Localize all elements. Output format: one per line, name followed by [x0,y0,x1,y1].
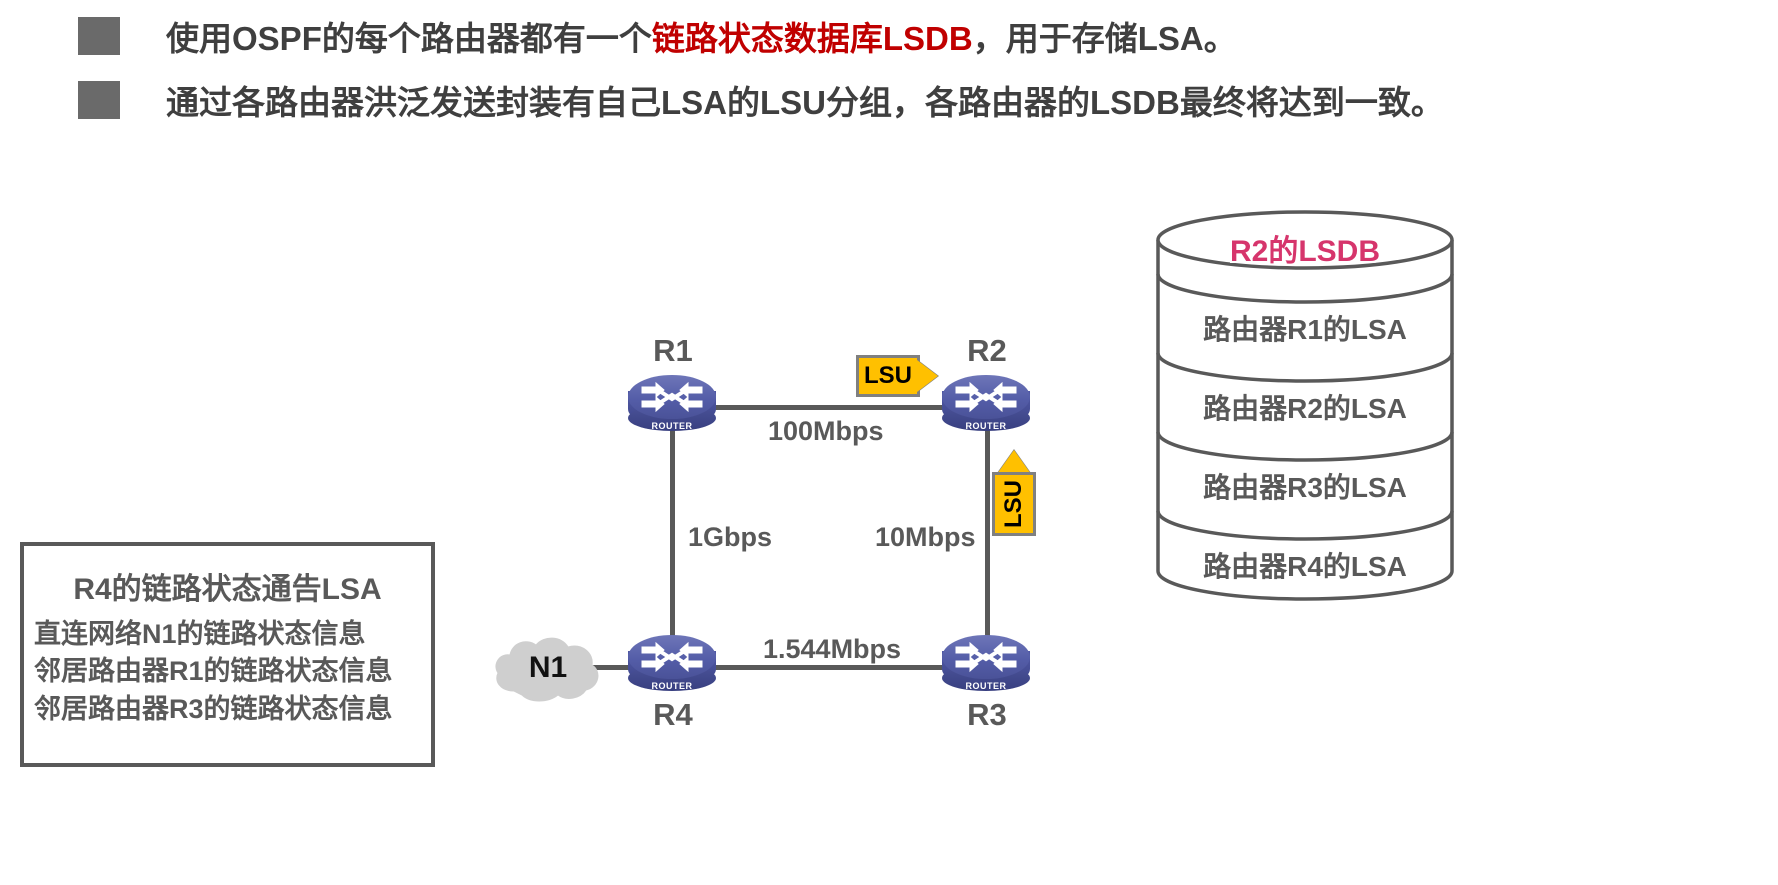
link-r1-r2 [672,405,987,410]
router-node-r4[interactable]: ROUTER [628,635,716,695]
router-badge-r3: ROUTER [965,681,1007,691]
lsu-tag-vertical: LSU [992,450,1036,536]
bullet-square-icon [78,81,120,119]
router-name-r1: R1 [653,333,693,368]
router-arrows-icon [955,641,1017,673]
lsu-arrow-up-icon [997,450,1031,474]
lsa-box-line-1: 直连网络N1的链路状态信息 [34,619,366,649]
link-label-r2-r3: 10Mbps [875,522,976,552]
link-label-r1-r2: 100Mbps [768,416,884,446]
lsdb-entry-2: 路由器R2的LSA [1155,359,1455,441]
header-bullet-1: 使用OSPF的每个路由器都有一个链路状态数据库LSDB，用于存储LSA。 [78,12,1237,60]
lsdb-entry-3: 路由器R3的LSA [1155,438,1455,520]
router-badge-r1: ROUTER [651,421,693,431]
network-topology-diagram: 100Mbps 1Gbps 10Mbps 1.544Mbps N1 R1 [492,333,1036,732]
router-arrows-icon [641,641,703,673]
cloud-icon [495,637,599,702]
link-r1-r4 [670,430,675,665]
router-badge-r4: ROUTER [651,681,693,691]
link-n1-r4 [575,665,675,670]
router-name-r3: R3 [967,697,1007,732]
router-node-r2[interactable]: ROUTER [942,375,1030,435]
router-node-r3[interactable]: ROUTER [942,635,1030,695]
lsa-box-line-3: 邻居路由器R3的链路状态信息 [34,693,393,724]
lsdb-entry-4-label: 路由器R4的LSA [1203,551,1407,582]
link-label-r4-r3: 1.544Mbps [763,634,902,664]
lsu-tag-horizontal: LSU [856,355,938,397]
lsdb-title: R2的LSDB [1229,235,1380,268]
lsu-arrow-right-icon [917,360,938,392]
lsa-box-line-2: 邻居路由器R1的链路状态信息 [34,656,393,687]
router-name-r4: R4 [653,697,693,732]
lsdb-entry-4: 路由器R4的LSA [1155,517,1455,599]
header-bullet-1-text: 使用OSPF的每个路由器都有一个链路状态数据库LSDB，用于存储LSA。 [166,12,1237,60]
cloud-label-n1: N1 [528,651,568,684]
lsdb-entry-1-label: 路由器R1的LSA [1203,314,1407,345]
lsdb-entry-1: 路由器R1的LSA [1155,280,1455,362]
router-name-r2: R2 [967,333,1007,368]
lsa-info-box: R4的链路状态通告LSA 直连网络N1的链路状态信息 邻居路由器R1的链路状态信… [20,542,435,767]
lsu-tag-h-label: LSU [856,355,920,397]
lsu-tag-v-box: LSU [992,472,1036,536]
header-bullet-2-text: 通过各路由器洪泛发送封装有自己LSA的LSU分组，各路由器的LSDB最终将达到一… [166,84,1444,121]
link-label-r1-r4: 1Gbps [688,522,773,552]
router-arrows-icon [641,381,703,413]
bullet-square-icon [78,17,120,55]
lsdb-cylinder-outline [1156,210,1454,601]
lsu-tag-v-label: LSU [1000,480,1027,528]
lsdb-entry-3-label: 路由器R3的LSA [1203,472,1407,503]
router-node-r1[interactable]: ROUTER [628,375,716,435]
router-arrows-icon [955,381,1017,413]
bullet1-highlight: 链路状态数据库LSDB [651,20,973,57]
bullet1-post: ，用于存储LSA。 [972,20,1237,57]
lsa-box-title: R4的链路状态通告LSA [73,573,382,606]
link-r4-r3 [672,665,987,670]
network-cloud-n1: N1 [492,633,604,705]
header-bullet-2: 通过各路由器洪泛发送封装有自己LSA的LSU分组，各路由器的LSDB最终将达到一… [78,76,1444,124]
lsdb-cylinder: R2的LSDB 路由器R1的LSA 路由器R2的LSA 路由器R3的LSA 路由… [1155,208,1455,603]
bullet1-pre: 使用OSPF的每个路由器都有一个 [166,20,652,57]
router-badge-r2: ROUTER [965,421,1007,431]
link-r2-r3 [985,430,990,665]
lsdb-entry-2-label: 路由器R2的LSA [1203,393,1407,424]
